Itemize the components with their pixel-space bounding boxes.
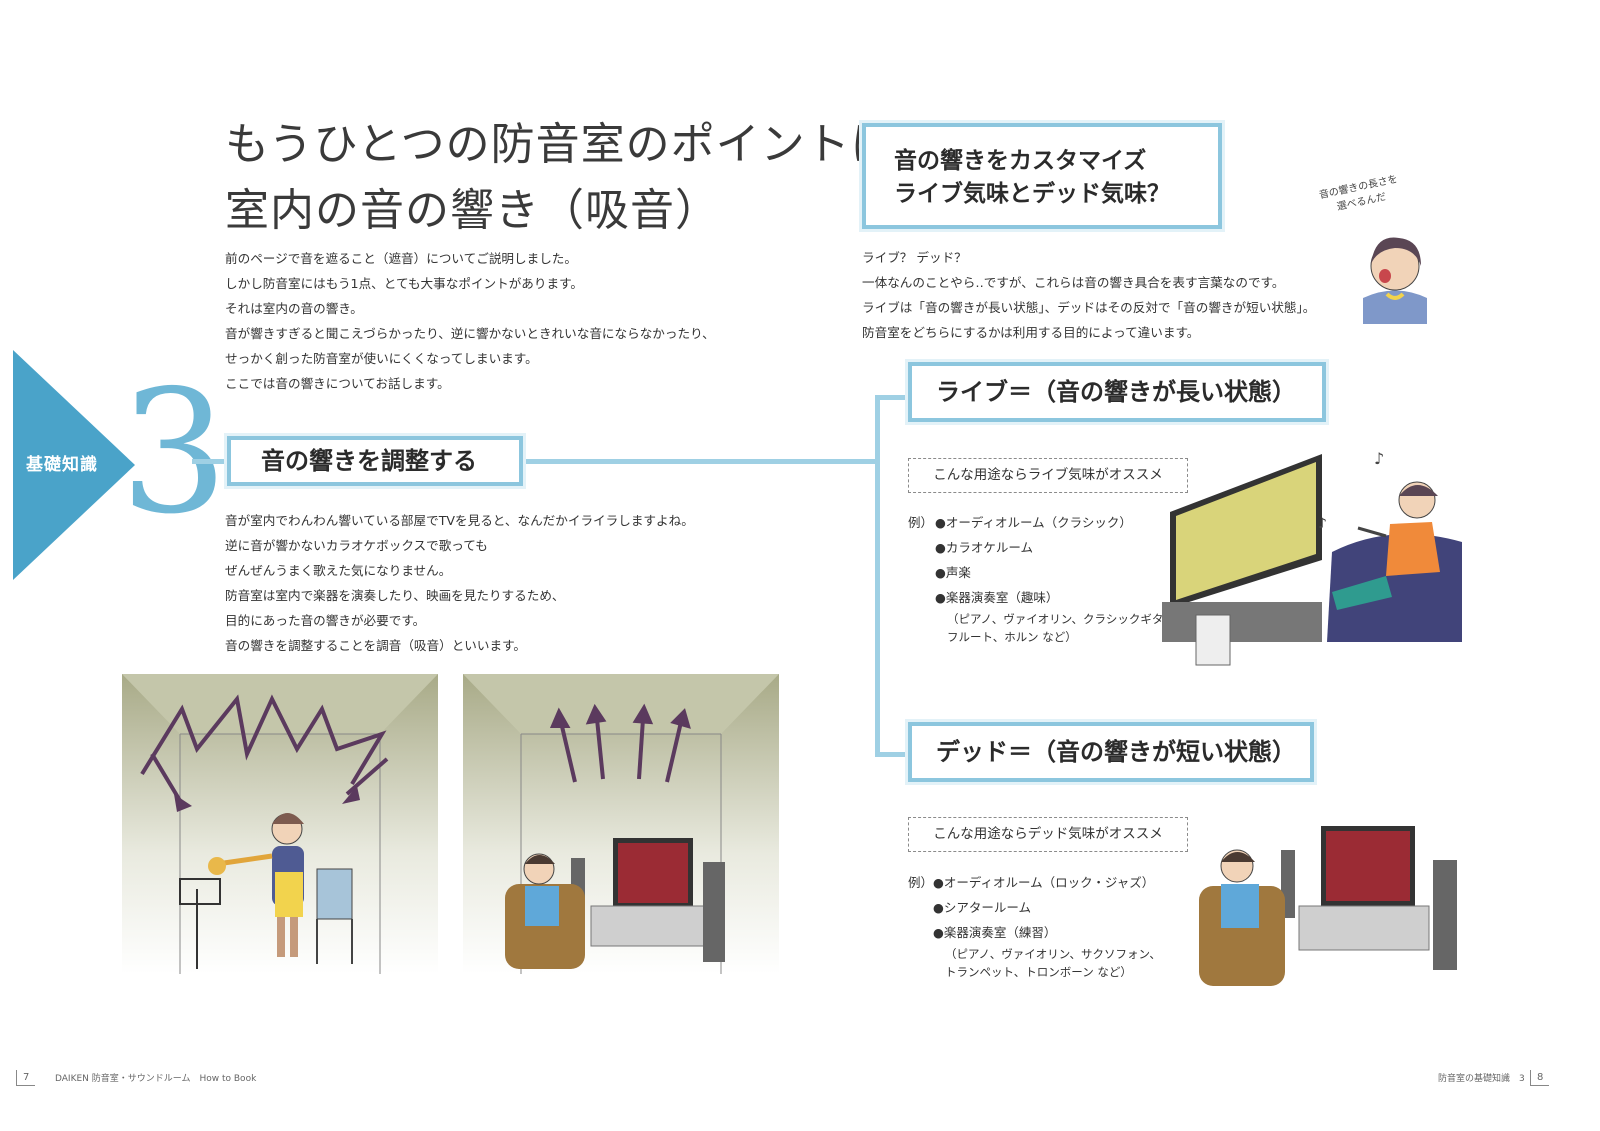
- title-line-2: 室内の音の響き（吸音）: [225, 185, 720, 236]
- list-item: ●シアタールーム: [933, 900, 1032, 915]
- home-theater-illustration: [1199, 826, 1457, 986]
- dead-recommend: こんな用途ならデッド気味がオススメ: [908, 817, 1188, 852]
- example-prefix: 例）: [908, 515, 934, 530]
- intro-line: ここでは音の響きについてお話します。: [225, 376, 450, 391]
- footer-right-text: 防音室の基礎知識 3: [1438, 1074, 1525, 1084]
- page-number-left: 7: [16, 1070, 36, 1086]
- section-heading: 音の響きを調整する: [227, 436, 523, 486]
- list-note: フルート、ホルン など）: [947, 630, 1077, 644]
- chapter-label: 基礎知識: [26, 455, 98, 475]
- body-line: ぜんぜんうまく歌えた気になりません。: [225, 563, 452, 578]
- right-intro-line: ライブは「音の響きが長い状態」、デッドはその反対で「音の響きが短い状態」。: [862, 300, 1316, 315]
- chapter-triangle: [13, 350, 135, 580]
- karaoke-illustration: ♪ ♪: [1162, 452, 1462, 666]
- list-item: ●オーディオルーム（ロック・ジャズ）: [933, 875, 1155, 890]
- body-line: 目的にあった音の響きが必要です。: [225, 613, 426, 628]
- live-room-illustration: [122, 674, 438, 974]
- connector-line: [875, 752, 910, 757]
- customize-box: 音の響きをカスタマイズ ライブ気味とデッド気味？: [862, 123, 1222, 229]
- right-intro-line: ライブ？ デッド？: [862, 250, 967, 265]
- connector-line: [875, 395, 880, 757]
- list-item: ●カラオケルーム: [935, 540, 1034, 555]
- intro-line: 前のページで音を遮ること（遮音）についてご説明しました。: [225, 251, 577, 266]
- page-title: もうひとつの防音室のポイントは 室内の音の響き（吸音）: [225, 112, 896, 244]
- live-recommend: こんな用途ならライブ気味がオススメ: [908, 458, 1188, 493]
- footer-left-text: DAIKEN 防音室・サウンドルーム How to Book: [55, 1074, 257, 1084]
- title-line-1: もうひとつの防音室のポイントは: [225, 119, 896, 170]
- intro-paragraph: 前のページで音を遮ること（遮音）についてご説明しました。 しかし防音室にはもう1…: [225, 246, 715, 396]
- page-number-right: 8: [1530, 1070, 1550, 1086]
- live-list: 例） ●オーディオルーム（クラシック） ●カラオケルーム ●声楽 ●楽器演奏室（…: [908, 510, 1186, 646]
- customize-line-2: ライブ気味とデッド気味？: [894, 181, 1170, 207]
- body-line: 逆に音が響かないカラオケボックスで歌っても: [225, 538, 488, 553]
- intro-line: それは室内の音の響き。: [225, 301, 363, 316]
- body-line: 音が室内でわんわん響いている部屋でTVを見ると、なんだかイライラしますよね。: [225, 513, 694, 528]
- dead-list: 例） ●オーディオルーム（ロック・ジャズ） ●シアタールーム ●楽器演奏室（練習…: [908, 870, 1161, 981]
- right-intro: ライブ？ デッド？ 一体なんのことやら‥ですが、これらは音の響き具合を表す言葉な…: [862, 245, 1315, 345]
- list-note: （ピアノ、ヴァイオリン、クラシックギター、: [947, 612, 1187, 626]
- connector-line: [192, 459, 227, 464]
- list-item: ●声楽: [935, 565, 971, 580]
- dead-heading: デッド＝（音の響きが短い状態）: [908, 722, 1314, 782]
- live-heading: ライブ＝（音の響きが長い状態）: [908, 362, 1326, 422]
- section-body: 音が室内でわんわん響いている部屋でTVを見ると、なんだかイライラしますよね。 逆…: [225, 508, 694, 658]
- chapter-number: 3: [120, 354, 229, 552]
- right-intro-line: 一体なんのことやら‥ですが、これらは音の響き具合を表す言葉なのです。: [862, 275, 1285, 290]
- list-item: ●オーディオルーム（クラシック）: [935, 515, 1132, 530]
- connector-line: [875, 395, 910, 400]
- right-intro-line: 防音室をどちらにするかは利用する目的によって違います。: [862, 325, 1200, 340]
- list-note: トランペット、トロンボーン など）: [945, 965, 1132, 979]
- svg-text:♪: ♪: [1374, 452, 1384, 468]
- list-note: （ピアノ、ヴァイオリン、サクソフォン、: [945, 947, 1161, 961]
- connector-line: [523, 459, 880, 464]
- body-line: 防音室は室内で楽器を演奏したり、映画を見たりするため、: [225, 588, 565, 603]
- list-item: ●楽器演奏室（趣味）: [935, 590, 1059, 605]
- dead-room-illustration: [463, 674, 779, 974]
- intro-line: しかし防音室にはもう1点、とても大事なポイントがあります。: [225, 276, 583, 291]
- list-item: ●楽器演奏室（練習）: [933, 925, 1057, 940]
- intro-line: せっかく創った防音室が使いにくくなってしまいます。: [225, 351, 538, 366]
- speech-bubble: 音の響きの長さを 選べるんだ: [1318, 172, 1402, 218]
- example-prefix: 例）: [908, 875, 934, 890]
- customize-line-1: 音の響きをカスタマイズ: [894, 148, 1147, 174]
- body-line: 音の響きを調整することを調音（吸音）といいます。: [225, 638, 526, 653]
- woman-illustration: [1363, 237, 1427, 324]
- svg-text:♪: ♪: [1318, 516, 1327, 532]
- intro-line: 音が響きすぎると聞こえづらかったり、逆に響かないときれいな音にならなかったり、: [225, 326, 715, 341]
